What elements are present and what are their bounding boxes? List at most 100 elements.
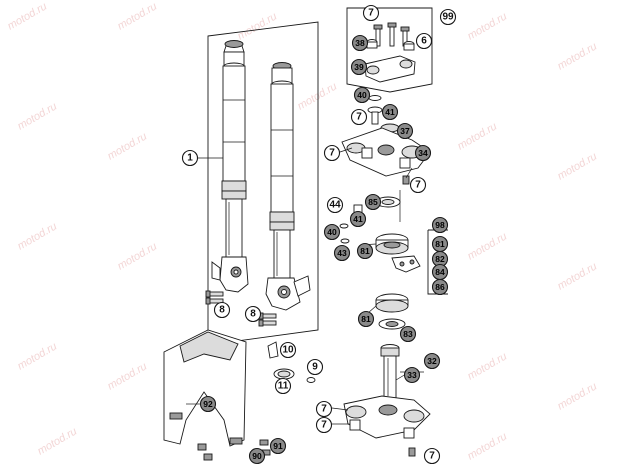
- svg-text:41: 41: [385, 107, 395, 117]
- svg-text:84: 84: [435, 267, 445, 277]
- svg-text:40: 40: [327, 227, 337, 237]
- svg-text:7: 7: [356, 112, 362, 123]
- svg-text:39: 39: [354, 62, 364, 72]
- callout-kit-screw: 7: [362, 4, 380, 22]
- svg-text:83: 83: [403, 329, 413, 339]
- callout-stem-bolt-upper: 7: [315, 400, 333, 418]
- svg-text:8: 8: [219, 305, 225, 316]
- callout-axle-bolt-right: 8: [244, 305, 262, 323]
- callout-bearing-81: 81: [356, 242, 374, 260]
- callout-axle-bolt-left: 8: [213, 301, 231, 319]
- svg-text:32: 32: [427, 356, 437, 366]
- callout-washer-41: 41: [349, 210, 367, 228]
- svg-text:7: 7: [415, 180, 421, 191]
- cable-guide-parts: [267, 341, 316, 383]
- watermark: motod.ru: [296, 80, 340, 112]
- callout-kit-box-86: 86: [431, 278, 449, 296]
- callout-lower-race: 83: [399, 325, 417, 343]
- svg-text:6: 6: [421, 36, 427, 47]
- steering-stem: [331, 344, 431, 457]
- callout-kit-clamp: 39: [350, 58, 368, 76]
- callout-upper-clamp: 34: [414, 144, 432, 162]
- callout-clip-11: 11: [274, 377, 292, 395]
- callout-clamp-bolt-left: 7: [323, 144, 341, 162]
- watermark: motod.ru: [556, 260, 600, 292]
- svg-text:38: 38: [355, 38, 365, 48]
- watermark: motod.ru: [556, 380, 600, 412]
- svg-text:7: 7: [368, 8, 374, 19]
- callout-fender-washer: 90: [248, 447, 266, 465]
- svg-text:44: 44: [329, 200, 341, 211]
- callout-nut-40: 40: [323, 223, 341, 241]
- callout-steering-stem: 33: [403, 366, 421, 384]
- callout-kit-box-84: 84: [431, 263, 449, 281]
- fork-group-frame: [207, 21, 319, 346]
- callout-kit-box-81: 81: [431, 235, 449, 253]
- svg-text:7: 7: [321, 420, 327, 431]
- watermark: motod.ru: [116, 240, 160, 272]
- watermark: motod.ru: [556, 40, 600, 72]
- svg-text:37: 37: [400, 126, 410, 136]
- svg-text:92: 92: [203, 399, 213, 409]
- callout-fender-screw: 91: [269, 437, 287, 455]
- fork-legs: [197, 21, 319, 346]
- svg-text:7: 7: [321, 404, 327, 415]
- svg-text:40: 40: [357, 90, 367, 100]
- watermark: motod.ru: [16, 340, 60, 372]
- callout-cap-washer: 40: [353, 86, 371, 104]
- watermark: motod.ru: [6, 0, 50, 32]
- fender-hardware: [197, 439, 271, 461]
- axle-clamp-bolts-right: [258, 312, 277, 327]
- watermark: motod.ru: [106, 360, 150, 392]
- svg-text:10: 10: [282, 345, 294, 356]
- svg-text:85: 85: [368, 197, 378, 207]
- seals-and-bearings: [339, 190, 421, 330]
- callout-bar-mount-nut: 41: [381, 103, 399, 121]
- svg-text:7: 7: [429, 451, 435, 462]
- callout-dust-seal: 85: [364, 193, 382, 211]
- callout-cable-guide: 10: [279, 341, 297, 359]
- svg-text:82: 82: [435, 254, 445, 264]
- callout-stem-tube: 32: [423, 352, 441, 370]
- svg-text:1: 1: [187, 153, 193, 164]
- watermark: motod.ru: [466, 230, 510, 262]
- svg-text:9: 9: [312, 362, 318, 373]
- watermark: motod.ru: [466, 350, 510, 382]
- callout-kit-bushing: 38: [351, 34, 369, 52]
- watermark: motod.ru: [116, 0, 160, 32]
- svg-text:34: 34: [418, 148, 428, 158]
- svg-text:81: 81: [360, 246, 370, 256]
- watermark: motod.ru: [466, 430, 510, 462]
- svg-text:81: 81: [361, 314, 371, 324]
- fork-leg-left: [211, 40, 249, 293]
- watermark-layer: motod.ru motod.ru motod.ru motod.ru moto…: [6, 0, 600, 462]
- front-fender: [163, 329, 247, 447]
- svg-text:90: 90: [252, 451, 262, 461]
- svg-text:7: 7: [329, 148, 335, 159]
- callout-screw-9: 9: [306, 358, 324, 376]
- kit-frame: [346, 7, 433, 93]
- callout-lower-bearing: 81: [357, 310, 375, 328]
- watermark: motod.ru: [106, 130, 150, 162]
- watermark: motod.ru: [466, 10, 510, 42]
- callout-kit-box: 98: [431, 216, 449, 234]
- axle-clamp-bolts-left: [205, 290, 224, 305]
- svg-text:81: 81: [435, 239, 445, 249]
- svg-text:11: 11: [278, 381, 289, 392]
- watermark: motod.ru: [236, 10, 280, 42]
- watermark: motod.ru: [16, 100, 60, 132]
- callout-washer-43: 43: [333, 244, 351, 262]
- watermark: motod.ru: [456, 120, 500, 152]
- svg-text:41: 41: [353, 214, 363, 224]
- callout-kit-bolts: 6: [415, 32, 433, 50]
- callout-cap-bolt: 7: [350, 108, 368, 126]
- svg-text:99: 99: [442, 12, 454, 23]
- svg-text:98: 98: [435, 220, 445, 230]
- callout-stem-bolt-lower: 7: [315, 416, 333, 434]
- watermark: motod.ru: [556, 150, 600, 182]
- fork-leg-right: [265, 62, 311, 311]
- bar-mount-kit: [346, 7, 433, 93]
- svg-text:43: 43: [337, 248, 347, 258]
- watermark: motod.ru: [36, 425, 80, 457]
